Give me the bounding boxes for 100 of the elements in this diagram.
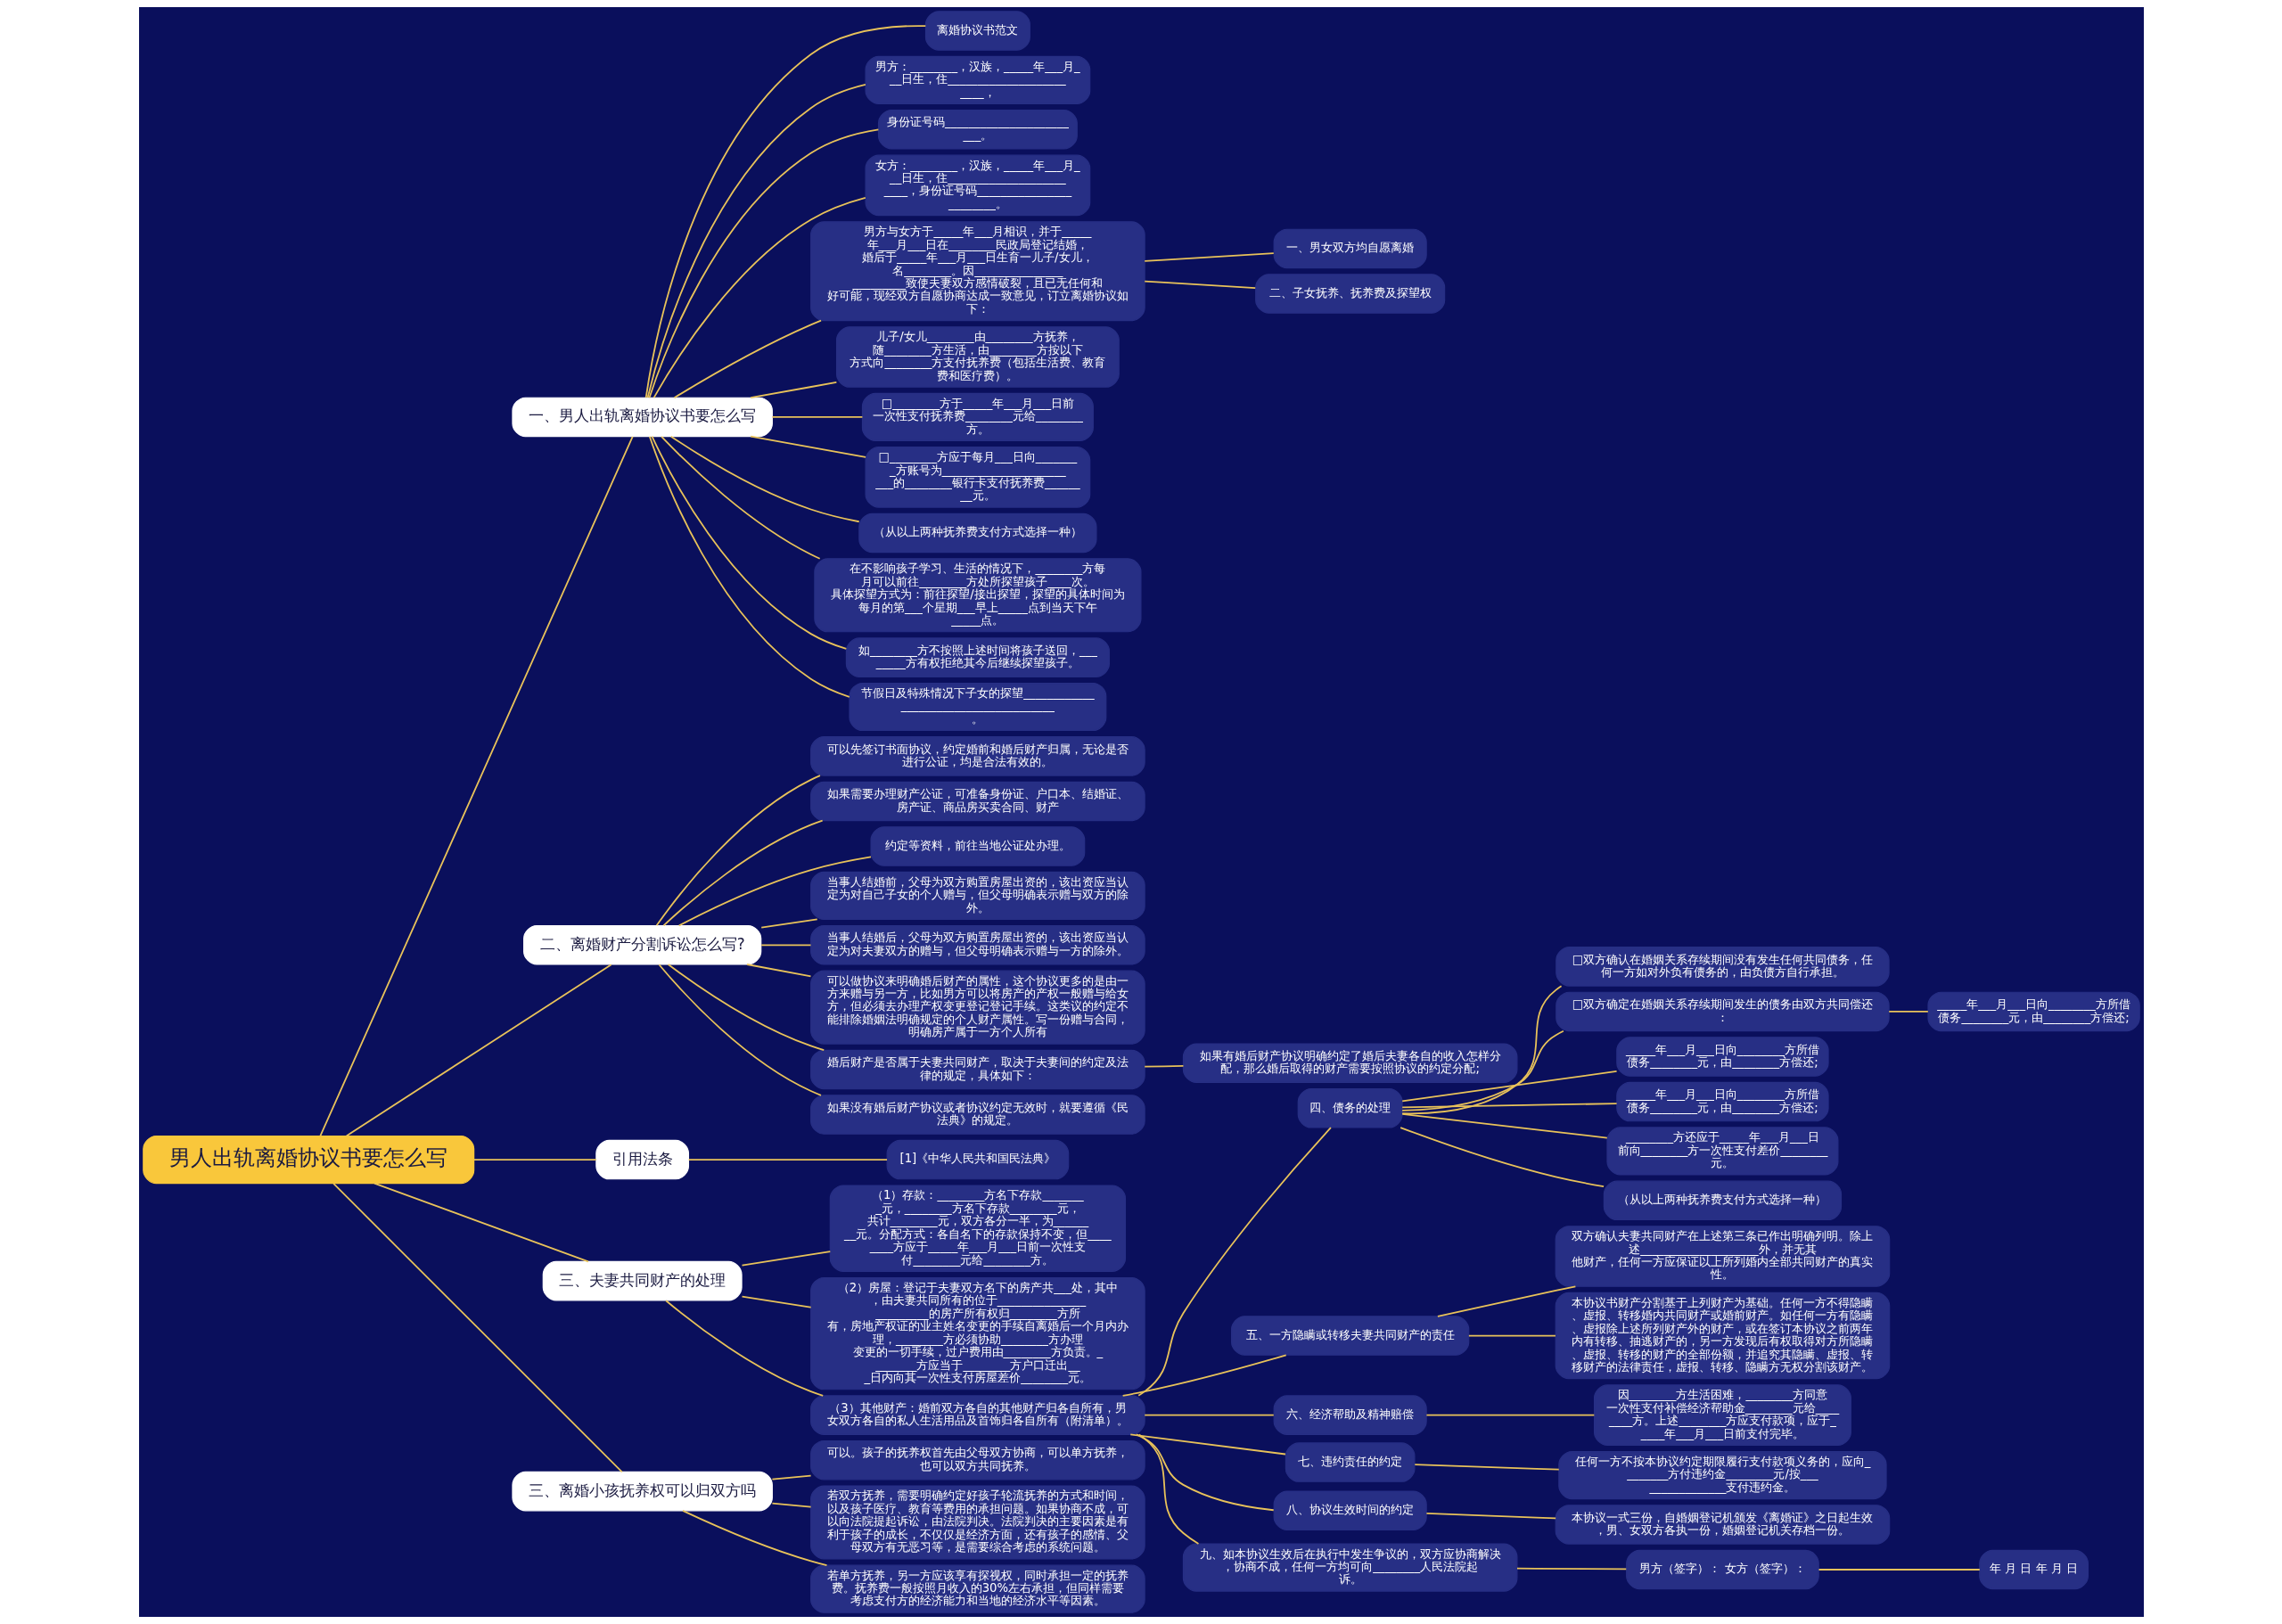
connector [1887,1011,1929,1013]
connector [1413,1464,1560,1471]
connector [1436,1285,1576,1317]
connector [681,1509,827,1567]
connector [1143,1065,1184,1068]
connector [472,1159,597,1161]
node-box: 可以。孩子的抚养权首先由父母双方协商，可以单方抚养，也可以双方共同抚养。 [809,1439,1145,1480]
connector [1400,1070,1617,1103]
connector [332,1182,623,1473]
node-box: 当事人结婚后，父母为双方购置房屋出资的，该出资应当认定为对夫妻双方的赠与，但父母明确表示赠与一方的除外。 [809,925,1145,965]
connector [648,435,850,698]
node-box: □________方应于每月___日向________方账号为________________________的________银行卡支付抚养费________元。 [865,447,1090,508]
node-box: □双方确定在婚姻关系存续期间发生的债务由双方共同偿还： [1555,991,1890,1032]
connector [741,1295,812,1308]
connector [745,964,811,978]
node-box: 三、离婚小孩抚养权可以归双方吗 [511,1471,773,1512]
connector [1400,985,1562,1115]
node-box: 当事人结婚前，父母为双方购置房屋出资的，该出资应当认定为对自己子女的个人赠与，但父母明确表示赠与双方的除外。 [809,871,1145,920]
connector [1399,1127,1605,1187]
connector [1135,1433,1275,1512]
connector [677,856,872,927]
connector [1129,1433,1286,1456]
connector [771,1502,811,1508]
node-box: 七、违约责任的约定 [1285,1442,1415,1482]
connector [1143,1414,1275,1416]
node-box: 在不影响孩子学习、生活的情况下，________方每月可以前往________方处所探望孩子____次。具体探望方式为：前往探望/接出探望，探望的具体时间为每月的第___个星期___早上_____点到当天下午_____点。 [813,558,1141,633]
connector [759,944,811,947]
connector [345,964,612,1137]
node-box: 女方：________，汉族，_____年___月___日生，住________________________，身份证号码________________________。 [865,154,1090,217]
node-box: 引用法条 [595,1139,689,1180]
connector [1143,252,1275,262]
node-box: 一、男女双方均自愿离婚 [1273,228,1427,269]
node-box: 四、债务的处理 [1297,1088,1403,1128]
connector [771,416,863,418]
node-box: 若单方抚养，另一方应该享有探视权，同时承担一定的抚养费。抚养费一般按照月收入的30%左右承担，但同样需要考虑支付方的经济能力和当地的经济水平等因素。 [809,1564,1145,1613]
connector [373,1182,589,1263]
connector [759,918,818,929]
node-box: 婚后财产是否属于夫妻共同财产，取决于夫妻间的约定及法律的规定，具体如下： [809,1049,1145,1090]
node-box: 儿子/女儿________由________方抚养，随________方生活，由________方按以下方式向________方支付抚养费（包括生活费、教育费和医疗费）。 [835,326,1120,388]
connector [644,25,926,399]
node-box: □________方于_____年___月___日前一次性支付抚养费________元给________方。 [861,392,1094,442]
node-box: 六、经济帮助及精神赔偿 [1273,1395,1427,1435]
node-box: （从以上两种抚养费支付方式选择一种） [858,513,1097,554]
connector [1137,1127,1332,1397]
connector [651,435,847,650]
connector [749,381,837,399]
node-box: 二、离婚财产分割诉讼怎么写? [522,925,761,965]
connector [667,964,825,1052]
node-box: 男方（签字）： 女方（签字）： [1625,1549,1819,1590]
node-box: 任何一方不按本协议约定期限履行支付款项义务的，应向________方付违约金________元/按________________支付违约金。 [1557,1450,1887,1500]
node-box: 八、协议生效时间的约定 [1273,1490,1427,1531]
connector [1515,1567,1627,1571]
node-box: 男方与女方于_____年___月相识，并于_____年___月___日在________民政局登记结婚，婚后于_____年___月___日生育一儿子/女儿，名________。因________________________致使夫妻双方感情破裂，且已无任何和好可能，现经双方自愿协商达成一致意见，订立离婚协议如下： [809,221,1145,322]
node-box: _____年___月___日向________方所借债务________元，由________方偿还; [1615,1081,1829,1122]
connector [1400,1103,1617,1109]
connector [1467,1334,1556,1337]
connector [648,128,879,399]
node-box: 男方：________，汉族，_____年___月___日生，住________________________， [865,55,1090,104]
node-box: 可以先签订书面协议，约定婚前和婚后财产归属，无论是否进行公证，均是合法有效的。 [809,736,1145,776]
connector [669,435,860,523]
node-box: 身份证号码________________________。 [877,110,1078,150]
node-box: 因________方生活困难，________方同意一次性支付补偿经济帮助金________元给________方。上述________方应支付款项，应于_____年___月___日前支付完毕。 [1593,1384,1851,1446]
node-box: 年 月 日 年 月 日 [1978,1549,2089,1590]
connector [687,1159,888,1161]
node-box: 男人出轨离婚协议书要怎么写 [142,1136,474,1185]
node-box: 二、子女抚养、抚养费及探望权 [1254,274,1445,314]
connector [646,84,866,398]
node-box: 一、男人出轨离婚协议书要怎么写 [511,397,773,438]
node-box: 离婚协议书范文 [924,11,1030,51]
node-box: 双方确认夫妻共同财产在上述第三条已作出明确列明。除上述____________________外，并无其他财产，任何一方应保证以上所列婚内全部共同财产的真实性。 [1555,1226,1890,1287]
node-box: _____年___月___日向________方所借债务________元，由________方偿还; [1926,991,2140,1032]
node-box: 五、一方隐瞒或转移夫妻共同财产的责任 [1230,1316,1469,1356]
node-box: 如果没有婚后财产协议或者协议约定无效时，就要遵循《民法典》的规定。 [809,1095,1145,1135]
node-box: ________方还应于_____年___月___日前向________方一次性支付差价________元。 [1605,1127,1838,1176]
node-box: _____年___月___日向________方所借债务________元，由________方偿还; [1615,1037,1829,1077]
connector [653,196,866,399]
node-box: 九、如本协议生效后在执行中发生争议的，双方应协商解决，协商不成，任何一方均可向________人民法院起诉。 [1182,1543,1517,1592]
node-box: 三、夫妻共同财产的处理 [542,1260,743,1301]
node-box: 可以做协议来明确婚后财产的属性，这个协议更多的是由一方来赠与另一方，比如男方可以将房产的产权一般赠与给女方，但必须去办理产权变更登记登记手续。这类议的约定不能排除婚姻法明确规定的个人财产属性。写一份赠与合同，明确房产属于一方个人所有 [809,970,1145,1045]
connector [1137,1433,1199,1545]
connector [660,436,821,560]
node-box: （1）存款：________方名下存款________元，________方名下存款________元，共计________元，双方各分一半，为________元。分配方式：各自名下的存款保持不变，但________方应于_____年___月___日前一次性支付________元给________方。 [829,1185,1126,1272]
node-box: 约定等资料，前往当地公证处办理。 [870,826,1085,866]
node-box: 如________方不按照上述时间将孩子送回，________方有权拒绝其今后继续探望孩子。 [845,637,1110,677]
node-box: （从以上两种抚养费支付方式选择一种） [1603,1180,1842,1221]
connector [1143,280,1256,289]
connector [771,1474,811,1480]
connector [319,435,634,1137]
connector [1425,1414,1595,1416]
connector [673,319,822,399]
connector [658,964,822,1096]
connector [1121,1354,1287,1397]
node-box: 若双方抚养，需要明确约定好孩子轮流抚养的方式和时间，以及孩子医疗、教育等费用的承担问题。如果协商不成，可以向法院提起诉讼，由法院判决。法院判决的主要因素是有利于孩子的成长，不仅仅是经济方面，还有孩子的感情、父母双方有无恶习等，是需要综合考虑的系统问题。 [809,1485,1145,1560]
node-box: 节假日及特殊情况下子女的探望______________________________________。 [848,682,1106,732]
node-box: （3）其他财产：婚前双方各自的其他财产归各自所有，男女双方各自的私人生活用品及首饰归各自所有（附清单）。 [809,1395,1145,1435]
node-box: 如果需要办理财产公证，可准备身份证、户口本、结婚证、房产证、商品房买卖合同、财产 [809,781,1145,822]
node-box: □双方确认在婚姻关系存续期间没有发生任何共同债务，任何一方如对外负有债务的，由负债方自行承担。 [1555,947,1890,987]
node-box: （2）房屋：登记于夫妻双方名下的房产共___处，其中，由夫妻共同所有的位于________________________的房产所有权归________方所有，房地产权证的业主姓名变更的手续自离婚后一个月内办理，________方必须协助________方办理变更的一切手续，过户费用由________方负责。________方应当于________方户口迁出___日内向其一次性支付房屋差价________元。 [809,1276,1145,1390]
node-box: 本协议一式三份，自婚姻登记机颁发《离婚证》之日起生效，男、女双方各执一份，婚姻登记机关存档一份。 [1555,1505,1890,1545]
node-box: [1]《中华人民共和国民法典》 [886,1139,1069,1180]
